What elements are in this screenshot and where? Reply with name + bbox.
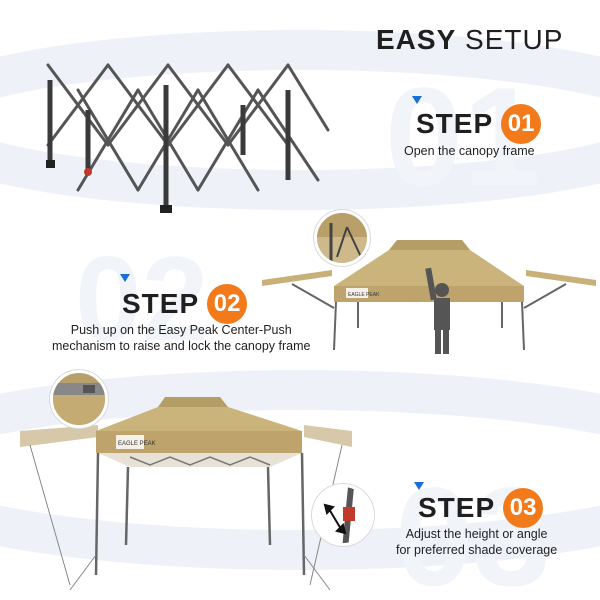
step-1-number: 01: [501, 104, 542, 144]
step-3-top-inset: [50, 370, 108, 428]
step-1-marker: [412, 96, 422, 104]
step-3-heading: STEP 03: [418, 488, 544, 528]
step-1-description: Open the canopy frame: [404, 144, 535, 158]
step-1-word: STEP: [416, 108, 494, 139]
svg-text:02: 02: [75, 232, 208, 366]
step-3-marker: [414, 482, 424, 490]
step-3-height-adjust-inset: [312, 484, 374, 546]
title-bold: EASY: [376, 24, 457, 55]
page-title: EASY SETUP: [376, 24, 563, 56]
step-2-detail-inset: [314, 210, 370, 266]
raised-canopy-illustration: EAGLE PEAK: [262, 240, 596, 354]
step-1-heading: STEP 01: [416, 104, 542, 144]
brand-logo-large: EAGLE PEAK: [118, 441, 156, 447]
title-light: SETUP: [465, 24, 564, 55]
step-2-word: STEP: [122, 288, 200, 319]
svg-text:03: 03: [395, 458, 551, 600]
step-3-word: STEP: [418, 492, 496, 523]
full-canopy-illustration: EAGLE PEAK: [20, 397, 352, 591]
step-2-marker: [120, 274, 130, 282]
step-2-number: 02: [207, 284, 248, 324]
step-2-heading: STEP 02: [122, 284, 248, 324]
step-3-number: 03: [503, 488, 544, 528]
step-3-description: Adjust the height or angle for preferred…: [396, 527, 558, 557]
brand-logo-small: EAGLE PEAK: [348, 292, 380, 298]
collapsed-frame-illustration: [46, 63, 330, 213]
step-2-description: Push up on the Easy Peak Center-Push mec…: [52, 323, 311, 353]
